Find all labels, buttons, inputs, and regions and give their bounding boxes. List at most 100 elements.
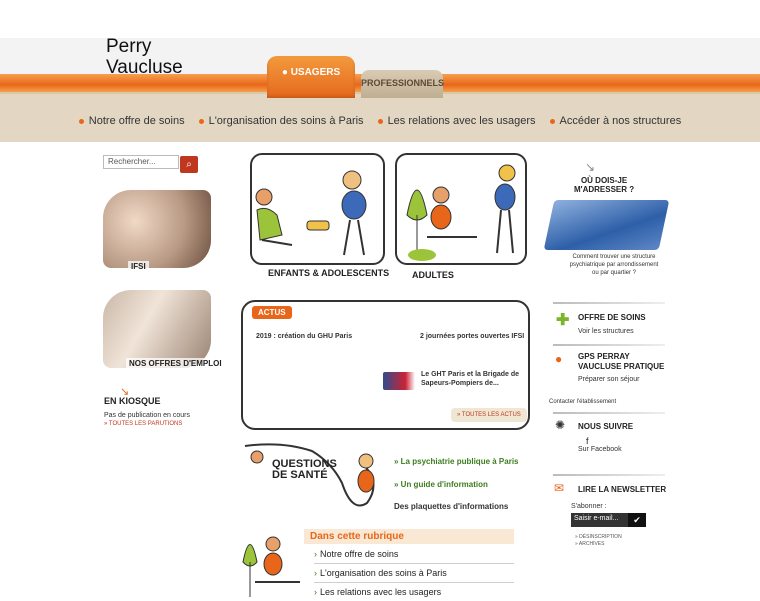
divider — [553, 474, 665, 476]
ou-title-line-1: OÙ DOIS-JE — [580, 176, 628, 185]
qs-link-guide[interactable]: » Un guide d'information — [394, 480, 488, 489]
ifsi-image[interactable] — [103, 190, 211, 268]
facebook-link[interactable]: Sur Facebook — [578, 446, 622, 453]
offre-de-soins-title[interactable]: OFFRE DE SOINS — [578, 313, 646, 322]
desinscription-link[interactable]: » DÉSINSCRIPTION — [575, 534, 622, 540]
bullet-icon — [377, 118, 383, 124]
plus-cross-icon: ✚ — [556, 312, 570, 329]
divider — [553, 302, 665, 304]
nav-item-organisation[interactable]: L'organisation des soins à Paris — [198, 115, 364, 127]
enfants-label[interactable]: ENFANTS & ADOLESCENTS — [268, 268, 390, 278]
emploi-image[interactable] — [103, 290, 211, 368]
logo-line-2: Vaucluse — [106, 57, 183, 78]
newsletter-title[interactable]: LIRE LA NEWSLETTER — [578, 485, 667, 494]
main-navigation: Notre offre de soins L'organisation des … — [0, 115, 760, 127]
nav-item-label: Notre offre de soins — [88, 115, 185, 127]
qs-link-psychiatrie[interactable]: » La psychiatrie publique à Paris — [394, 457, 519, 466]
nav-item-label: Accéder à nos structures — [559, 115, 682, 127]
kiosque-text: Pas de publication en cours — [104, 412, 190, 419]
children-drawing-icon — [255, 170, 367, 256]
subscribe-button[interactable]: ✔ — [628, 513, 646, 527]
nav-item-label: Les relations avec les usagers — [387, 115, 536, 127]
qs-link-label: La psychiatrie publique à Paris — [400, 457, 519, 466]
search-input[interactable]: Rechercher... — [103, 155, 179, 169]
arrow-icon: › — [314, 568, 317, 578]
nav-item-structures[interactable]: Accéder à nos structures — [549, 115, 682, 127]
arrow-down-icon: ↘ — [585, 160, 596, 174]
nav-item-relations[interactable]: Les relations avec les usagers — [377, 115, 536, 127]
toutes-les-actus-label: TOUTES LES ACTUS — [461, 412, 521, 418]
arrow-icon: › — [314, 587, 317, 597]
rubrique-item-organisation[interactable]: ›L'organisation des soins à Paris — [314, 568, 514, 583]
divider — [553, 412, 665, 414]
gps-sub[interactable]: Préparer son séjour — [578, 376, 640, 383]
ou-dois-je-title[interactable]: OÙ DOIS-JE M'ADRESSER ? — [574, 176, 634, 194]
arrow-down-icon: ↘ — [120, 386, 130, 398]
abonner-label: S'abonner : — [571, 503, 607, 510]
search-button[interactable]: ⌕ — [180, 156, 198, 173]
toutes-les-actus-link[interactable]: » TOUTES LES ACTUS — [451, 408, 527, 422]
rubrique-title: Dans cette rubrique — [304, 529, 514, 544]
gps-title[interactable]: GPS PERRAY VAUCLUSE PRATIQUE — [578, 352, 664, 372]
enfants-illustration[interactable] — [250, 153, 385, 265]
qs-title-line-2: DE SANTÉ — [272, 469, 328, 481]
newsletter-email-input[interactable]: Saisir e-mail... — [571, 513, 628, 527]
gps-title-line-2: VAUCLUSE PRATIQUE — [578, 362, 665, 371]
nav-item-label: L'organisation des soins à Paris — [208, 115, 364, 127]
adultes-label[interactable]: ADULTES — [412, 270, 454, 280]
offre-de-soins-sub[interactable]: Voir les structures — [578, 328, 634, 335]
actus-item-ght-2[interactable]: Sapeurs-Pompiers de... — [421, 380, 499, 387]
map-pin-icon: ● — [555, 352, 563, 366]
questions-sante-illustration — [244, 443, 375, 507]
actus-tag: ACTUS — [252, 306, 292, 319]
arrow-icon: › — [314, 549, 317, 559]
qs-title-line-1: QUESTIONS — [272, 458, 337, 470]
actus-item-ifsi[interactable]: 2 journées portes ouvertes IFSI — [420, 333, 525, 340]
search-icon: ⌕ — [186, 159, 192, 170]
top-band — [0, 38, 760, 75]
archives-link[interactable]: » ARCHIVES — [575, 541, 605, 547]
emploi-label[interactable]: NOS OFFRES D'EMPLOI — [126, 358, 225, 369]
gps-title-line-1: GPS PERRAY — [578, 352, 630, 361]
actus-item-ght-1[interactable]: Le GHT Paris et la Brigade de — [421, 371, 520, 378]
nav-item-offre[interactable]: Notre offre de soins — [78, 115, 185, 127]
tab-usagers[interactable]: ● USAGERS — [267, 56, 355, 98]
paris-map-image[interactable] — [543, 200, 670, 250]
actus-item-ghu[interactable]: 2019 : création du GHU Paris — [256, 333, 353, 340]
check-icon: ✔ — [633, 515, 641, 525]
facebook-icon[interactable]: f — [586, 436, 589, 446]
bullet-icon — [78, 118, 84, 124]
tab-professionnels[interactable]: PROFESSIONNELS — [361, 70, 445, 98]
contact-link[interactable]: Contacter l'établissement — [549, 399, 617, 405]
logo-line-1: Perry — [106, 36, 152, 57]
bullet-icon — [198, 118, 204, 124]
rubrique-item-label: L'organisation des soins à Paris — [320, 568, 447, 578]
tab-usagers-label: USAGERS — [290, 67, 341, 78]
ght-thumbnail[interactable] — [383, 372, 415, 390]
ou-title-line-2: M'ADRESSER ? — [574, 185, 635, 194]
rubrique-item-offre[interactable]: ›Notre offre de soins — [314, 549, 514, 564]
envelope-icon: ✉ — [554, 481, 565, 495]
bird-icon: ✺ — [555, 418, 566, 432]
desinscription-label: DÉSINSCRIPTION — [579, 534, 622, 540]
rubrique-illustration — [242, 536, 300, 597]
adultes-illustration[interactable] — [395, 153, 527, 265]
site-logo[interactable]: Perry Vaucluse — [106, 36, 183, 78]
qs-link-plaquettes[interactable]: Des plaquettes d'informations — [394, 502, 509, 511]
rubrique-item-relations[interactable]: ›Les relations avec les usagers — [314, 587, 514, 601]
ifsi-label[interactable]: IFSI — [128, 261, 149, 272]
adults-drawing-icon — [406, 164, 516, 261]
qs-link-label: Un guide d'information — [400, 480, 488, 489]
rubrique-item-label: Notre offre de soins — [320, 549, 399, 559]
questions-sante-title: QUESTIONS DE SANTÉ — [272, 459, 337, 481]
archives-label: ARCHIVES — [578, 541, 605, 547]
ou-dois-je-text[interactable]: Comment trouver une structure psychiatri… — [569, 254, 659, 276]
rubrique-item-label: Les relations avec les usagers — [320, 587, 442, 597]
kiosque-link[interactable]: » TOUTES LES PARUTIONS — [104, 421, 183, 427]
tab-professionnels-label: PROFESSIONNELS — [361, 78, 445, 88]
divider — [553, 344, 665, 346]
nous-suivre-title: NOUS SUIVRE — [578, 422, 634, 431]
kiosque-title: EN KIOSQUE — [104, 396, 161, 406]
bullet-icon — [549, 118, 555, 124]
kiosque-link-label: TOUTES LES PARUTIONS — [108, 421, 183, 427]
